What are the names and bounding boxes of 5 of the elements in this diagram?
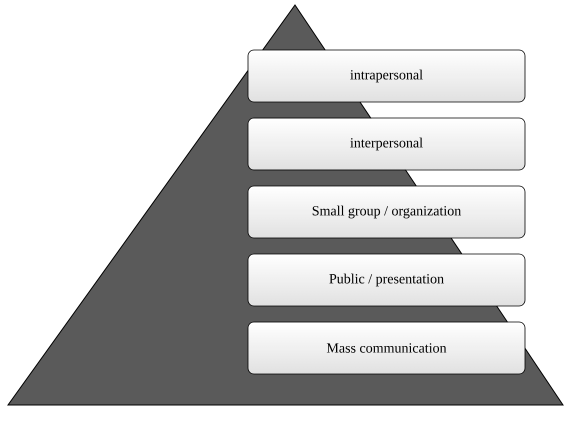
layer-box: Mass communication (248, 322, 526, 374)
layer-box: Public / presentation (248, 254, 526, 306)
layer-box: intrapersonal (248, 50, 526, 102)
layer-box: interpersonal (248, 118, 526, 170)
layer-box: Small group / organization (248, 186, 526, 238)
